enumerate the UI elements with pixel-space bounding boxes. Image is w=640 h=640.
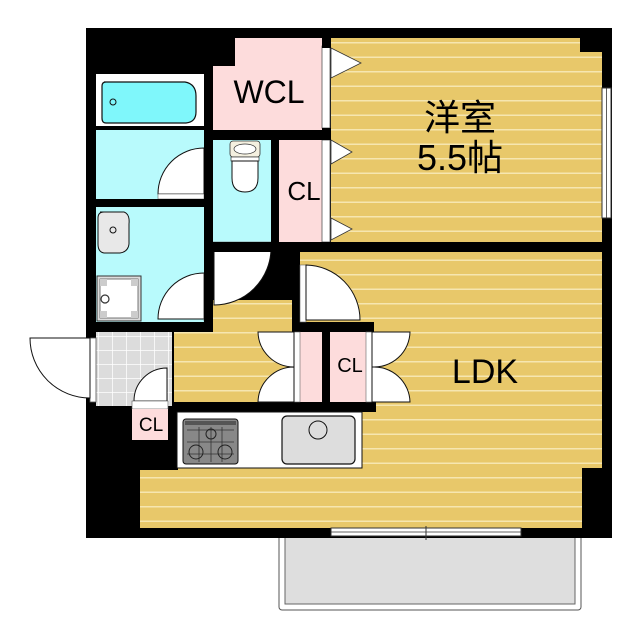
balcony-window [330, 526, 522, 540]
ldk-label: LDK [451, 353, 519, 391]
bathroom [96, 74, 205, 200]
western-room-size: 5.5帖 [416, 137, 504, 178]
western-room-name: 洋室 [423, 97, 496, 138]
ldk-door[interactable] [299, 264, 361, 323]
gas-stove-icon [182, 418, 239, 465]
closet-hall-label: CL [337, 355, 363, 377]
washing-machine-pan-icon [96, 275, 142, 322]
balcony [278, 525, 582, 611]
closet-bedroom [279, 139, 353, 243]
closet-bedroom-label: CL [287, 176, 321, 206]
closet-entrance [132, 409, 168, 440]
wcl-label: WCL [233, 74, 305, 110]
bathtub-icon [101, 81, 197, 124]
kitchen-counter [176, 411, 363, 469]
western-room [331, 38, 602, 242]
entrance [29, 332, 172, 410]
interior-walls [96, 38, 602, 412]
closet-entrance-label: CL [138, 415, 164, 436]
toilet-icon [229, 140, 261, 193]
toilet-room [212, 140, 272, 249]
toilet-door[interactable] [213, 247, 272, 306]
walk-in-closet [213, 38, 362, 130]
washroom [96, 207, 210, 322]
closet-hall [257, 331, 411, 403]
bedroom-window [601, 87, 612, 219]
kitchen-sink-icon [281, 415, 356, 465]
entrance-door [29, 337, 91, 399]
western-room-label: 洋室 5.5帖 [390, 98, 530, 178]
